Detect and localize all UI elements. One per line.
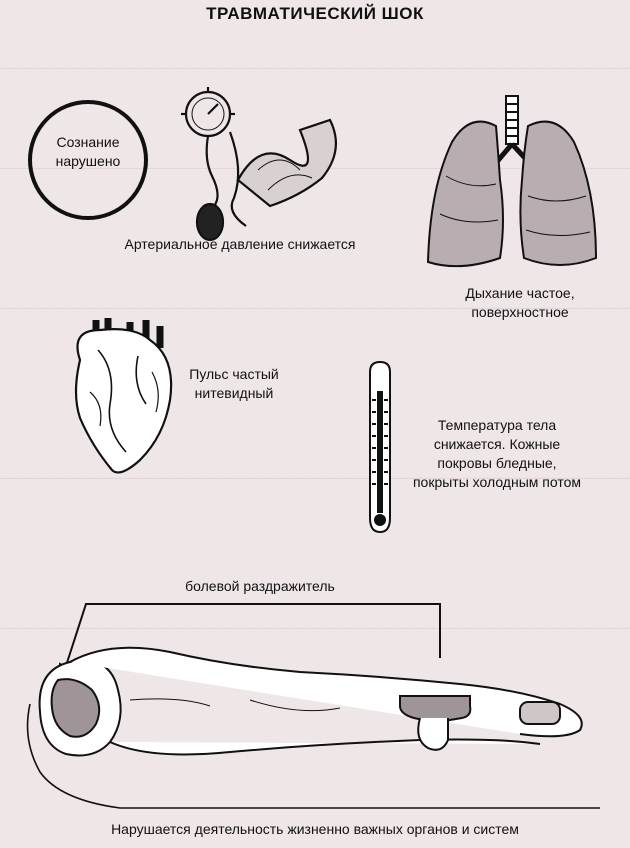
organs-label: Нарушается деятельность жизненно важных … <box>111 821 519 837</box>
thermometer-icon <box>369 360 391 534</box>
lungs-icon <box>426 95 598 268</box>
page-title: ТРАВМАТИЧЕСКИЙ ШОК <box>206 4 424 23</box>
heart-icon <box>74 318 173 474</box>
temperature-label: Температура тела снижается. Кожные покро… <box>412 417 582 490</box>
tonometer-icon <box>181 87 337 242</box>
consciousness-label: Сознание нарушено <box>55 134 121 169</box>
patient-figure <box>26 646 600 809</box>
consciousness-circle <box>28 100 148 220</box>
breathing-label: Дыхание частое, поверхностное <box>465 285 575 320</box>
pulse-label: Пульс частый нитевидный <box>189 366 279 401</box>
pressure-label: Артериальное давление снижается <box>124 236 356 252</box>
stimulus-label: болевой раздражитель <box>185 578 335 594</box>
